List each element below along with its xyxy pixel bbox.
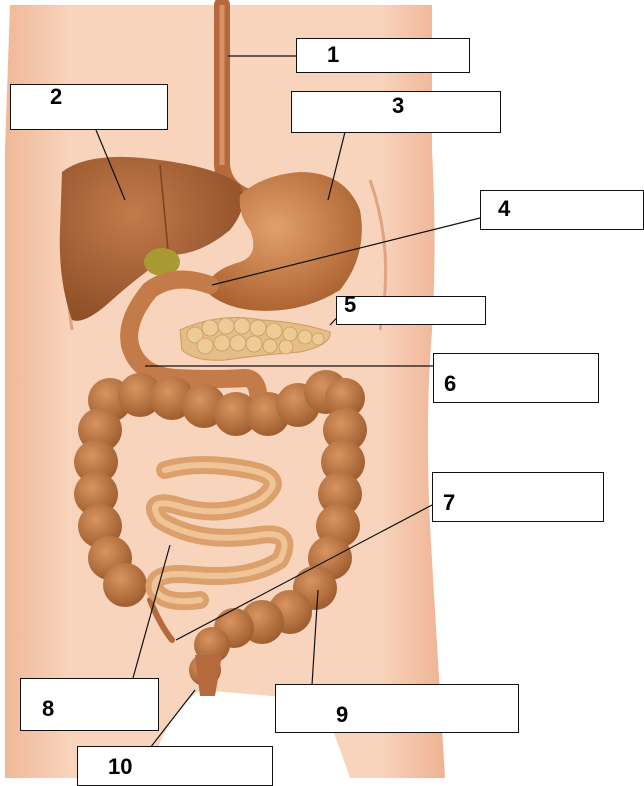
label-number-1: 1 bbox=[327, 44, 339, 66]
label-box-2[interactable] bbox=[10, 84, 168, 130]
label-box-9[interactable] bbox=[275, 684, 519, 733]
label-number-2: 2 bbox=[50, 86, 62, 108]
label-box-8[interactable] bbox=[20, 678, 159, 731]
label-number-4: 4 bbox=[498, 198, 510, 220]
label-box-7[interactable] bbox=[432, 472, 604, 522]
label-number-9: 9 bbox=[336, 704, 348, 726]
label-number-6: 6 bbox=[444, 373, 456, 395]
label-box-10[interactable] bbox=[77, 746, 273, 786]
label-number-7: 7 bbox=[443, 492, 455, 514]
label-box-6[interactable] bbox=[433, 353, 599, 403]
label-box-1[interactable] bbox=[296, 38, 470, 73]
label-number-8: 8 bbox=[42, 698, 54, 720]
label-number-3: 3 bbox=[392, 95, 404, 117]
label-box-5[interactable] bbox=[336, 296, 486, 325]
label-number-5: 5 bbox=[344, 294, 356, 316]
label-number-10: 10 bbox=[108, 756, 132, 778]
